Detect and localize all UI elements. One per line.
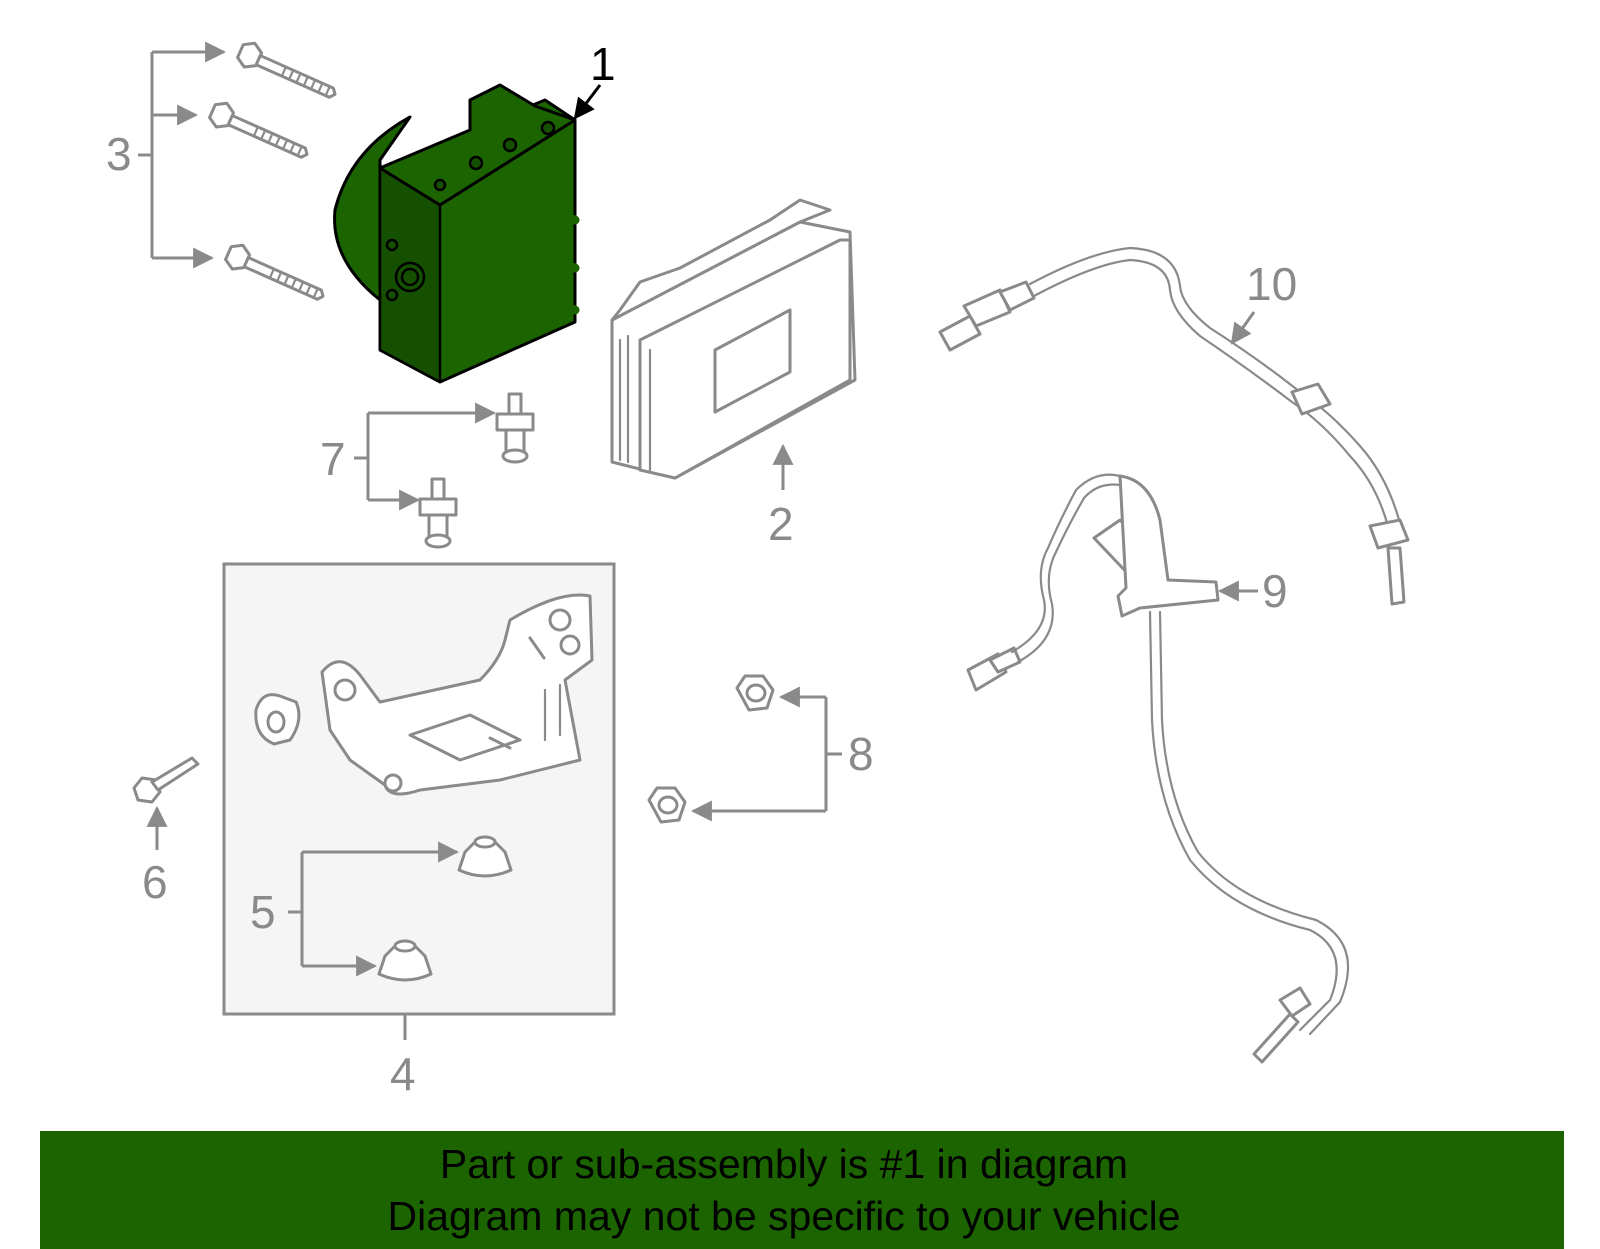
abs-modulator-unit[interactable] xyxy=(333,83,580,384)
mounting-studs[interactable] xyxy=(418,392,535,549)
callout-10: 10 xyxy=(1246,258,1297,310)
callout-9: 9 xyxy=(1262,565,1288,617)
banner-line-2: Diagram may not be specific to your vehi… xyxy=(387,1193,1181,1239)
abs-control-module[interactable] xyxy=(610,198,857,480)
mounting-bolts[interactable] xyxy=(205,37,343,309)
callout-6: 6 xyxy=(142,856,168,908)
bracket-bolt[interactable] xyxy=(132,756,200,804)
callout-4: 4 xyxy=(390,1048,416,1100)
callout-2: 2 xyxy=(768,498,794,550)
callout-8: 8 xyxy=(848,728,874,780)
callout-1: 1 xyxy=(590,38,616,90)
front-speed-sensor[interactable] xyxy=(966,473,1350,1064)
abs-mounting-bracket[interactable] xyxy=(320,593,594,796)
callout-7: 7 xyxy=(320,433,346,485)
callout-3: 3 xyxy=(106,128,132,180)
flange-nuts[interactable] xyxy=(647,674,775,824)
rear-speed-sensor[interactable] xyxy=(938,246,1410,606)
banner-line-1: Part or sub-assembly is #1 in diagram xyxy=(439,1141,1129,1187)
bracket-isolator[interactable] xyxy=(254,693,301,746)
callout-5: 5 xyxy=(250,886,276,938)
abs-port-studs xyxy=(460,190,580,340)
info-banner: Part or sub-assembly is #1 in diagram Di… xyxy=(40,1131,1564,1249)
